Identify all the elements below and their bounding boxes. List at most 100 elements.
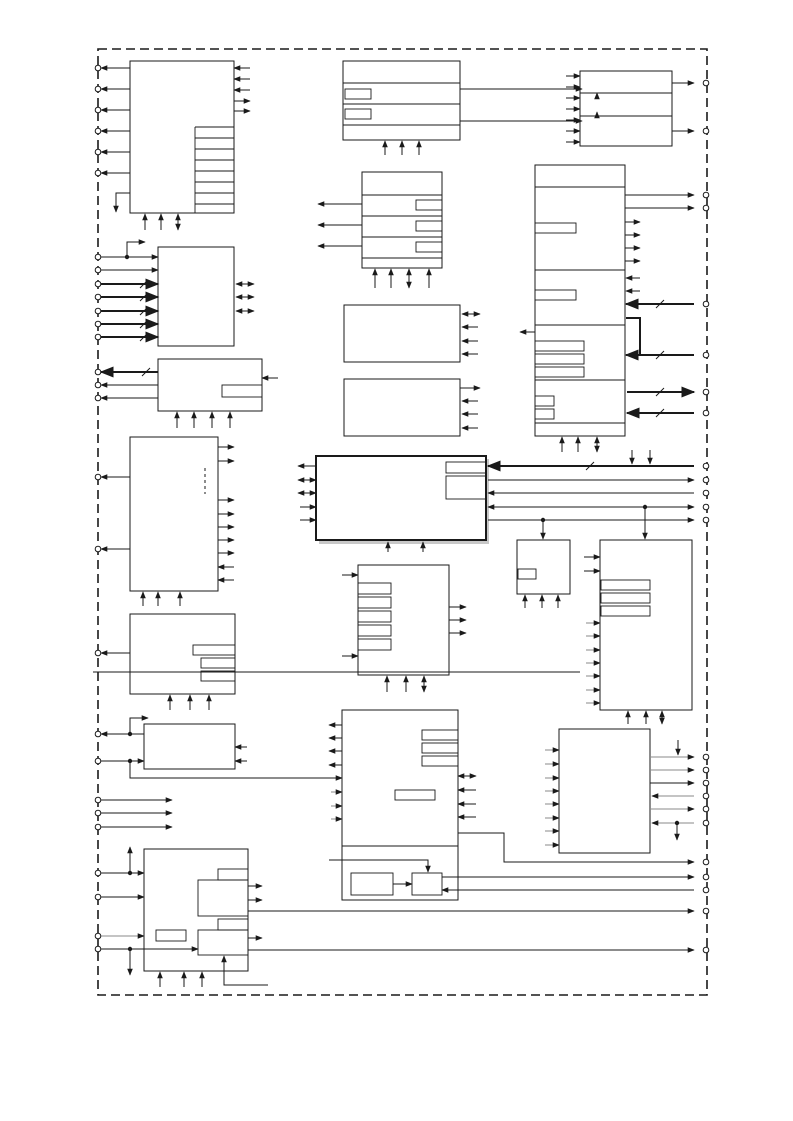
- pin-left: [94, 280, 102, 288]
- bus-width-slash: [655, 350, 665, 360]
- pin-left: [94, 85, 102, 93]
- pin-right: [702, 766, 710, 774]
- pin-right: [702, 191, 710, 199]
- sub-register: [534, 353, 585, 365]
- pin-right: [702, 300, 710, 308]
- sub-register: [415, 241, 443, 253]
- pin-right: [702, 351, 710, 359]
- sub-register: [155, 929, 187, 942]
- bus-width-slash: [655, 299, 665, 309]
- sub-register: [421, 729, 459, 741]
- sub-register: [357, 624, 392, 637]
- sub-register: [394, 789, 436, 801]
- sub-register: [600, 592, 651, 604]
- pin-left: [94, 381, 102, 389]
- pin-left: [94, 169, 102, 177]
- pin-left: [94, 106, 102, 114]
- sub-register: [415, 199, 443, 211]
- junction-dot: [540, 517, 546, 523]
- block-center-2: [361, 171, 443, 269]
- block-left-6: [143, 723, 236, 770]
- sub-register: [445, 461, 487, 474]
- sub-block: [445, 475, 487, 500]
- pin-right: [702, 753, 710, 761]
- sub-register: [217, 868, 249, 881]
- pin-left: [94, 148, 102, 156]
- junction-dot: [642, 504, 648, 510]
- pin-left: [94, 809, 102, 817]
- sub-register: [344, 88, 372, 100]
- pin-left: [94, 932, 102, 940]
- bus-width-slash: [141, 367, 151, 377]
- central-core-block: [315, 455, 487, 541]
- block-left-1: [129, 60, 235, 214]
- sub-register: [421, 742, 459, 754]
- sub-register: [534, 222, 577, 234]
- pin-left: [94, 394, 102, 402]
- sub-register: [534, 289, 577, 301]
- pin-right: [702, 476, 710, 484]
- junction-dots: [124, 254, 680, 952]
- block-left-4: [129, 436, 219, 592]
- block-center-6: [341, 709, 459, 901]
- sub-register: [200, 670, 236, 682]
- sub-register: [517, 568, 537, 580]
- sub-register: [534, 340, 585, 352]
- signal-wires: [99, 65, 696, 987]
- sub-register: [200, 657, 236, 669]
- block-right-2: [534, 164, 626, 437]
- sub-register: [357, 610, 392, 623]
- pin-left: [94, 545, 102, 553]
- sub-register: [415, 220, 443, 232]
- pin-left: [94, 796, 102, 804]
- pin-left: [94, 945, 102, 953]
- junction-dot: [127, 870, 133, 876]
- block-right-1: [579, 70, 673, 147]
- signal-wire: [113, 192, 130, 213]
- sub-register: [357, 638, 392, 651]
- block-left-5: [129, 613, 236, 695]
- block-center-3: [343, 304, 461, 363]
- signal-wire: [458, 832, 695, 865]
- sub-register: [421, 755, 459, 767]
- sub-register: [357, 582, 392, 595]
- block-center-5: [357, 564, 450, 676]
- pin-left: [94, 127, 102, 135]
- sub-register: [600, 579, 651, 591]
- signal-wire: [129, 715, 149, 734]
- pin-left: [94, 307, 102, 315]
- signal-wire: [626, 317, 641, 355]
- block-center-4: [343, 378, 461, 437]
- pin-right: [702, 204, 710, 212]
- pin-right: [702, 858, 710, 866]
- signal-wire: [221, 955, 268, 986]
- sub-register: [534, 395, 555, 407]
- external-pins: [94, 64, 710, 954]
- sub-register: [534, 366, 585, 378]
- pin-right: [702, 792, 710, 800]
- pin-right: [702, 805, 710, 813]
- block-left-7: [143, 848, 249, 972]
- sub-register: [534, 408, 555, 420]
- sub-register: [192, 644, 236, 656]
- block-right-5: [558, 728, 651, 854]
- pin-left: [94, 64, 102, 72]
- sub-register: [344, 108, 372, 120]
- signal-wire: [126, 239, 146, 257]
- junction-dot: [127, 758, 133, 764]
- signal-wire: [329, 859, 431, 873]
- junction-dot: [124, 254, 130, 260]
- pin-left: [94, 869, 102, 877]
- pin-right: [702, 79, 710, 87]
- pin-right: [702, 409, 710, 417]
- bus-width-slash: [655, 387, 665, 397]
- pin-left: [94, 293, 102, 301]
- pin-left: [94, 649, 102, 657]
- junction-dot: [127, 731, 133, 737]
- pin-right: [702, 127, 710, 135]
- pin-right: [702, 873, 710, 881]
- pin-left: [94, 730, 102, 738]
- pin-right: [702, 489, 710, 497]
- bus-width-slash: [655, 408, 665, 418]
- block-left-2: [157, 246, 235, 347]
